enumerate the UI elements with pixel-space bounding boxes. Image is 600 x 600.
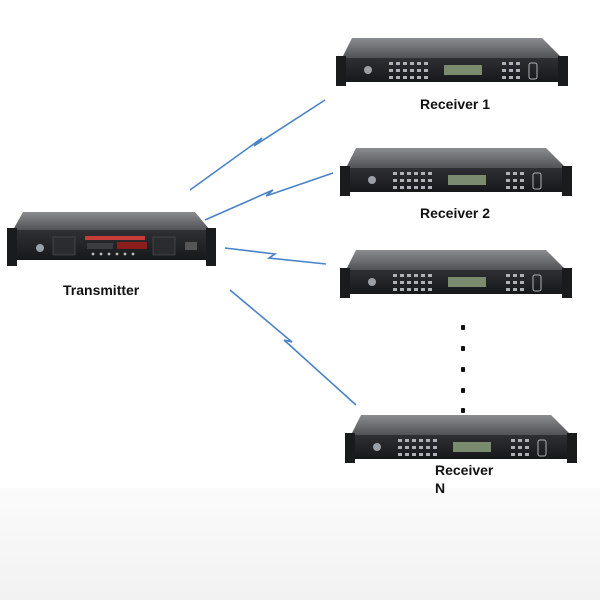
- receiver-3-device: [340, 250, 572, 298]
- wireless-link-icon: [189, 99, 326, 191]
- ellipsis-dot: [461, 408, 465, 413]
- transmitter-device: [7, 212, 216, 266]
- floor-shadow: [0, 488, 600, 600]
- receiver-2-label: Receiver 2: [420, 205, 491, 221]
- link-receiver-2: [204, 172, 334, 221]
- link-receiver-n: [229, 289, 357, 406]
- receiver-n-suffix: N: [435, 480, 446, 496]
- ellipsis-dot: [461, 388, 465, 393]
- receiver-n-label: Receiver: [435, 462, 494, 478]
- wireless-link-icon: [229, 289, 357, 406]
- receiver-1-label: Receiver 1: [420, 96, 491, 112]
- transmitter-label: Transmitter: [63, 282, 140, 298]
- wireless-link-icon: [204, 172, 334, 221]
- ellipsis-dot: [461, 325, 465, 330]
- wireless-link-icon: [224, 247, 327, 265]
- ellipsis-dot: [461, 367, 465, 372]
- link-receiver-1: [189, 99, 326, 191]
- receiver-n-device: [345, 415, 577, 463]
- receiver-1-device: [336, 38, 568, 86]
- link-receiver-3: [224, 247, 327, 265]
- receiver-2-device: [340, 148, 572, 196]
- ellipsis-dot: [461, 346, 465, 351]
